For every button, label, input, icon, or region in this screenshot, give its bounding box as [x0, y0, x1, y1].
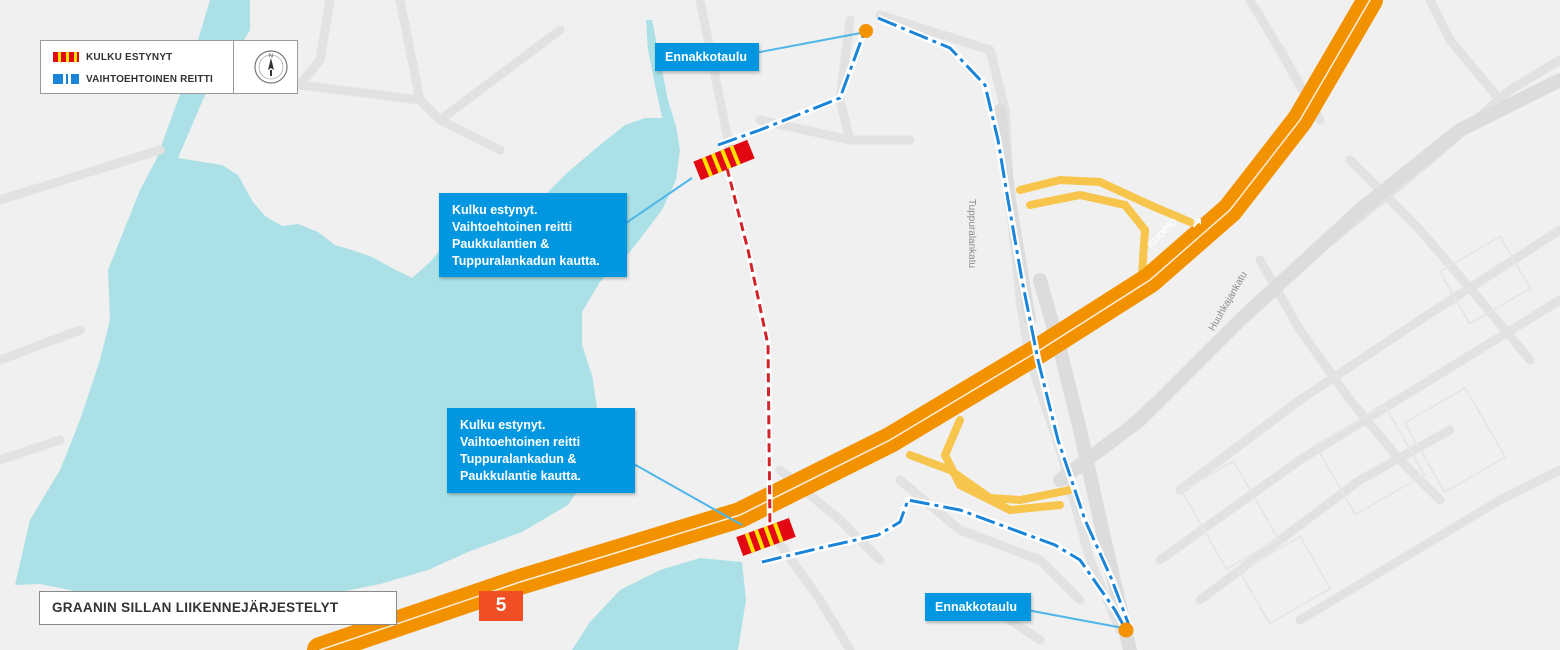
alternative-route	[716, 14, 1134, 632]
legend-divider	[233, 41, 234, 93]
advance-sign-label: Ennakkotaulu	[935, 600, 1017, 614]
callout-line: Paukkulantien &	[452, 237, 550, 251]
closed-path	[724, 167, 773, 531]
sign-marker-south	[1118, 622, 1134, 638]
alt-route-swatch	[53, 74, 79, 84]
legend-label-alt-route: VAIHTOEHTOINEN REITTI	[86, 73, 213, 85]
north-arrow-icon: N	[254, 50, 288, 84]
callout-line: Paukkulantie kautta.	[460, 469, 581, 483]
map-legend: KULKU ESTYNYT VAIHTOEHTOINEN REITTI N	[40, 40, 298, 94]
callout-line: Tuppuralankadun &	[460, 452, 577, 466]
route-number-shield: 5	[479, 591, 523, 621]
legend-item-closed: KULKU ESTYNYT	[53, 50, 173, 64]
closure-marker-north	[693, 139, 755, 181]
closure-callout-north: Kulku estynyt. Vaihtoehtoinen reitti Pau…	[439, 193, 627, 277]
legend-item-alt-route: VAIHTOEHTOINEN REITTI	[53, 72, 213, 86]
highway-5	[307, 0, 1383, 650]
sign-marker-north	[859, 24, 873, 38]
advance-sign-callout-north: Ennakkotaulu	[655, 43, 759, 71]
street-label-tuppuralankatu: Tuppuralankatu	[966, 198, 978, 269]
map-title: GRAANIN SILLAN LIIKENNEJÄRJESTELYT	[39, 591, 397, 625]
callout-line: Vaihtoehtoinen reitti	[452, 220, 573, 234]
callout-line: Vaihtoehtoinen reitti	[460, 435, 581, 449]
blocks	[1180, 235, 1532, 625]
closure-marker-south	[736, 518, 796, 556]
callout-line: Kulku estynyt.	[460, 418, 546, 432]
advance-sign-label: Ennakkotaulu	[665, 50, 747, 64]
advance-sign-callout-south: Ennakkotaulu	[925, 593, 1031, 621]
callout-line: Tuppuralankadun kautta.	[452, 254, 600, 268]
closure-callout-south: Kulku estynyt. Vaihtoehtoinen reitti Tup…	[447, 408, 635, 493]
callout-line: Kulku estynyt.	[452, 203, 538, 217]
svg-text:N: N	[269, 54, 273, 60]
closed-swatch	[53, 52, 79, 62]
legend-label-closed: KULKU ESTYNYT	[86, 51, 173, 63]
highway-ramps	[906, 175, 1194, 515]
